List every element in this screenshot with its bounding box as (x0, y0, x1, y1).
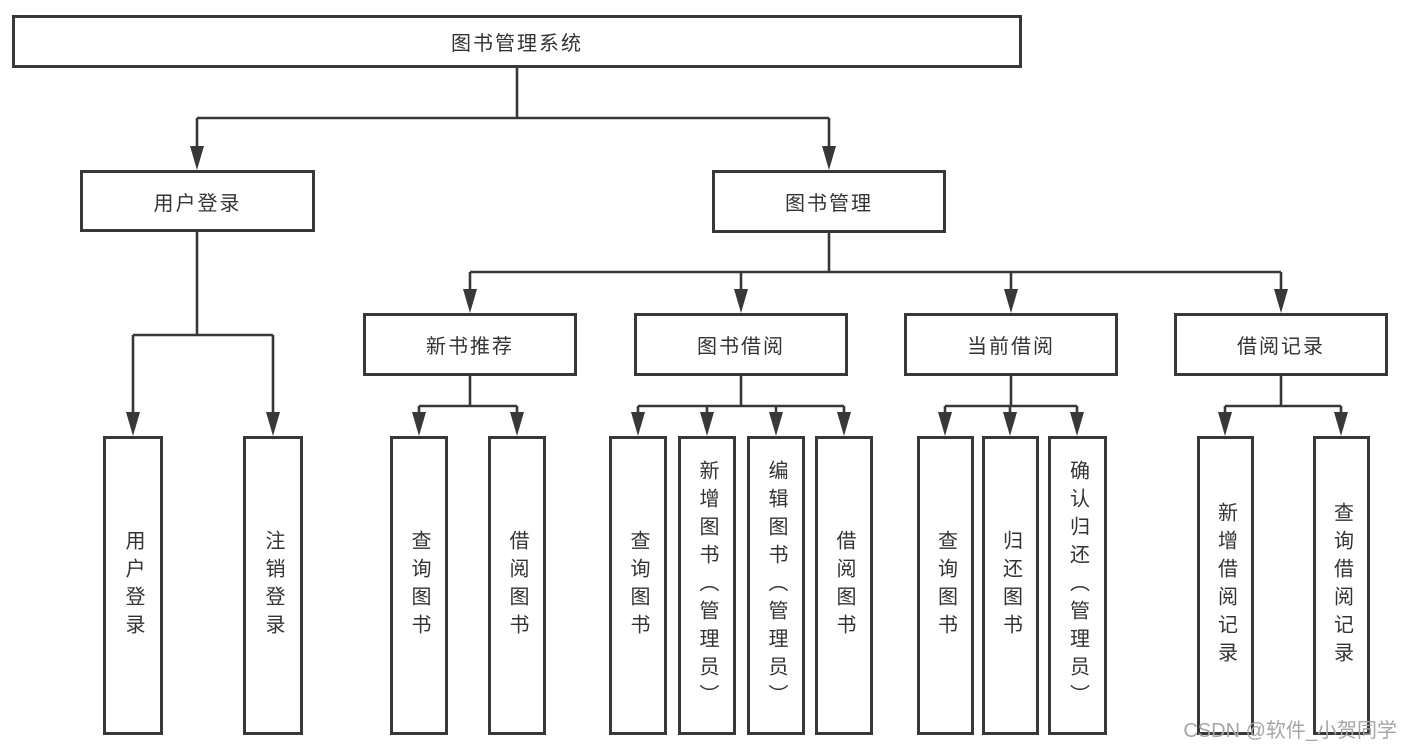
node-label: 注销登录 (262, 529, 284, 642)
node-bb-query-books: 查询图书 (609, 436, 667, 735)
node-label: 编辑图书（管理员） (765, 459, 787, 712)
node-label: 图书借阅 (697, 336, 785, 358)
node-label: 查询图书 (627, 529, 649, 642)
node-label: 新书推荐 (426, 336, 514, 358)
node-user-login: 用户登录 (80, 170, 315, 232)
node-label: 当前借阅 (967, 336, 1055, 358)
node-borrow-records: 借阅记录 (1174, 313, 1388, 376)
node-cb-return-books: 归还图书 (982, 436, 1039, 735)
node-br-query-record: 查询借阅记录 (1313, 436, 1370, 735)
node-label: 新增借阅记录 (1214, 501, 1237, 670)
node-label: 借阅图书 (506, 529, 528, 642)
node-label: 查询借阅记录 (1330, 501, 1353, 670)
node-nb-borrow-books: 借阅图书 (488, 436, 546, 735)
node-root: 图书管理系统 (12, 15, 1022, 68)
node-nb-query-books: 查询图书 (390, 436, 448, 735)
node-label: 用户登录 (122, 529, 144, 642)
node-label: 确认归还（管理员） (1066, 459, 1089, 712)
node-label: 图书管理系统 (451, 33, 583, 55)
node-bb-add-books: 新增图书（管理员） (678, 436, 736, 735)
node-bb-borrow-books: 借阅图书 (815, 436, 873, 735)
node-label: 新增图书（管理员） (696, 459, 718, 712)
node-new-book-recommend: 新书推荐 (363, 313, 577, 376)
node-bb-edit-books: 编辑图书（管理员） (747, 436, 805, 735)
node-book-borrow: 图书借阅 (634, 313, 848, 376)
node-cb-query-books: 查询图书 (917, 436, 974, 735)
node-label: 借阅记录 (1237, 336, 1325, 358)
node-label: 借阅图书 (833, 529, 855, 642)
node-label: 查询图书 (408, 529, 430, 642)
node-label: 图书管理 (785, 193, 873, 215)
node-user-login-leaf: 用户登录 (103, 436, 163, 735)
node-label: 用户登录 (153, 192, 242, 215)
node-current-borrow: 当前借阅 (904, 313, 1118, 376)
csdn-watermark: CSDN @软件_小贺同学 (1183, 720, 1397, 742)
node-label: 查询图书 (934, 529, 957, 642)
node-cb-confirm-return: 确认归还（管理员） (1048, 436, 1107, 735)
node-book-management: 图书管理 (712, 170, 946, 233)
node-br-add-record: 新增借阅记录 (1197, 436, 1254, 735)
node-label: 归还图书 (999, 529, 1022, 642)
node-logout-leaf: 注销登录 (243, 436, 303, 735)
